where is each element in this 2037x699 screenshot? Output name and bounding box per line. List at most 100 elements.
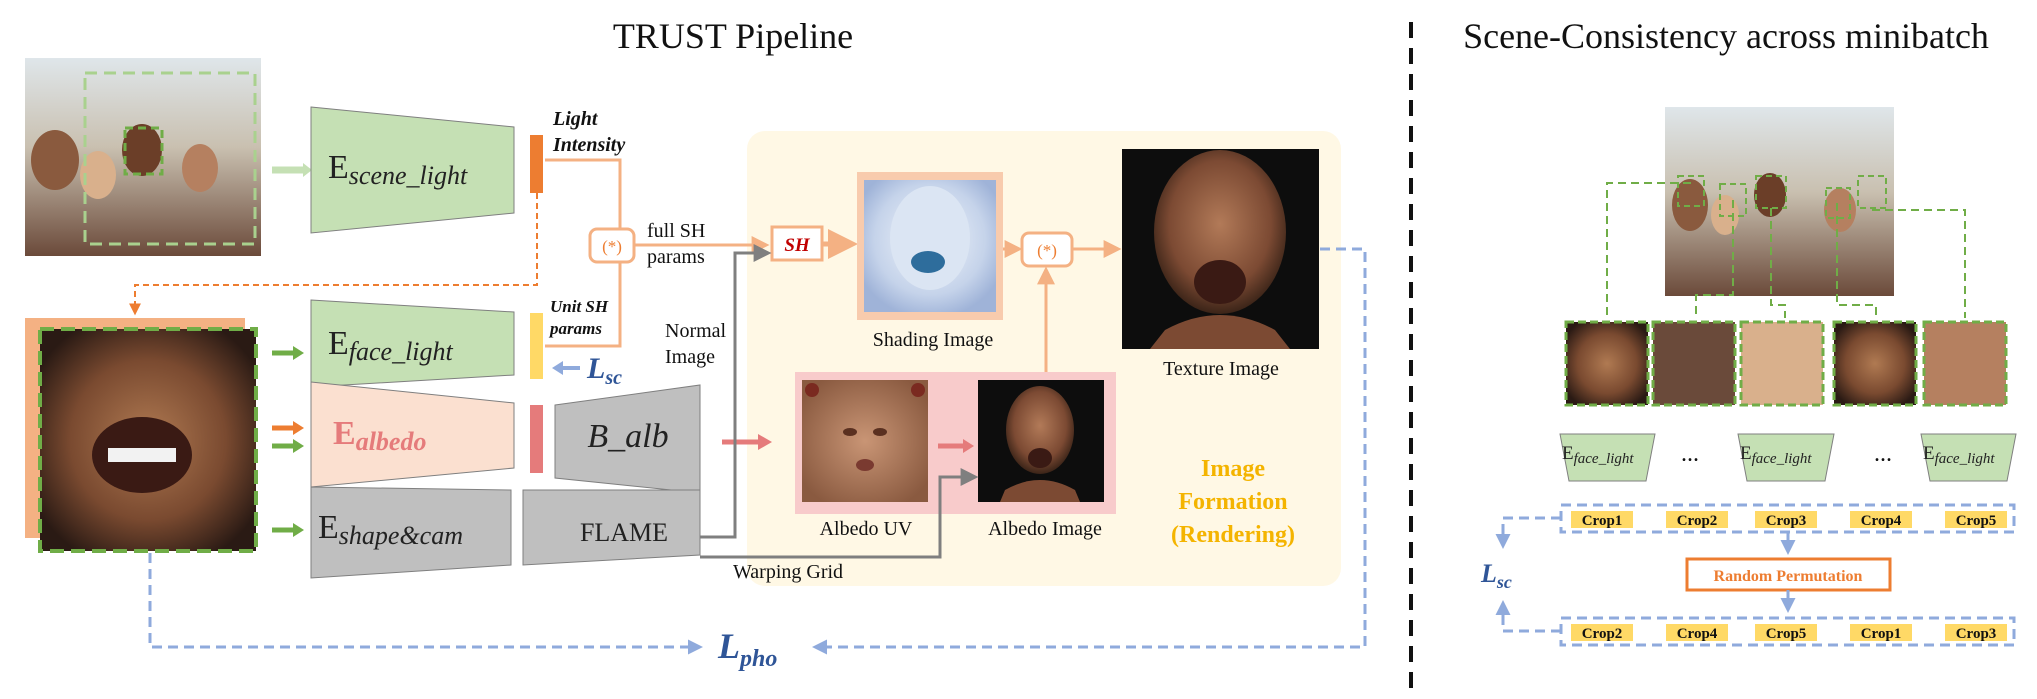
crop-bottom-3: Crop5	[1766, 626, 1807, 642]
right-panel-title: Scene-Consistency across minibatch	[1463, 16, 1989, 56]
svg-text:Eface_light: Eface_light	[328, 325, 454, 366]
crops-bottom-labels: Crop2 Crop4 Crop5 Crop1 Crop3	[1571, 624, 2007, 642]
crop-top-2: Crop2	[1677, 513, 1718, 529]
scene-arrow-head	[303, 163, 312, 177]
encoder-shape-cam-sub: shape&cam	[339, 521, 463, 550]
multiply-node-left: (*)	[588, 227, 636, 264]
svg-text:Escene_light: Escene_light	[328, 149, 468, 190]
lsc-left-label: Lsc	[586, 352, 622, 389]
svg-text:Eface_light: Eface_light	[1740, 443, 1812, 467]
unit-sh-label-2: params	[548, 319, 602, 338]
albedo-code	[530, 405, 543, 473]
encoder-shape-cam: Eshape&cam	[310, 486, 512, 579]
uv-to-albedo-arrow-head	[963, 439, 974, 453]
unit-sh-code	[530, 313, 543, 379]
encoder-albedo-sub: albedo	[356, 427, 427, 456]
right-encoder-2-sub: face_light	[1752, 451, 1813, 467]
lsc-right-loop-top	[1495, 516, 1561, 549]
balb-to-uv-arrow-head	[758, 434, 772, 450]
encoder-face-light-base: E	[328, 325, 349, 362]
albedo-image-label: Albedo Image	[988, 518, 1102, 540]
lsc-right-loop-bottom	[1495, 600, 1561, 633]
crops-top-labels: Crop1 Crop2 Crop3 Crop4 Crop5	[1571, 511, 2007, 529]
albedo-uv-label: Albedo UV	[820, 518, 913, 540]
albedo-image	[978, 380, 1104, 502]
crop-thumbnail-5	[1922, 320, 2008, 407]
crop-top-5: Crop5	[1956, 513, 1997, 529]
crop-bottom-4: Crop1	[1861, 626, 1902, 642]
encoder-scene-light-base: E	[328, 149, 349, 186]
lsc-left-base: L	[586, 352, 605, 385]
sh-node-label: SH	[784, 235, 811, 256]
encoder-albedo-base: E	[333, 415, 356, 452]
minibatch-scene-photo	[1665, 107, 1894, 296]
lsc-right-label: Lsc	[1480, 559, 1512, 592]
multiply-node-left-label: (*)	[602, 237, 622, 256]
svg-text:Eface_light: Eface_light	[1923, 443, 1995, 467]
right-ellipsis-1: ...	[1681, 441, 1699, 467]
image-formation-label-2: Formation	[1178, 489, 1287, 515]
decoder-b-alb: B_alb	[554, 384, 701, 494]
encoder-face-light-sub: face_light	[349, 337, 454, 366]
lsc-left-sub: sc	[604, 367, 622, 389]
crop-bottom-2: Crop4	[1677, 626, 1718, 642]
random-permutation-label: Random Permutation	[1714, 568, 1863, 585]
warping-grid-label: Warping Grid	[733, 561, 843, 583]
scene-photo	[25, 58, 261, 256]
full-sh-label-1: full SH	[647, 220, 705, 242]
shading-image-label: Shading Image	[873, 329, 994, 351]
crop-thumbnail-2	[1651, 320, 1737, 407]
right-encoder-3-base: E	[1923, 443, 1935, 464]
unit-sh-connector	[545, 262, 622, 348]
right-encoder-2-base: E	[1740, 443, 1752, 464]
albedo-uv-image	[802, 380, 928, 502]
multiply-node-right-label: (*)	[1037, 241, 1057, 260]
encoder-scene-light-sub: scene_light	[349, 161, 468, 190]
decoder-flame: FLAME	[522, 489, 701, 566]
warping-grid-connector	[700, 468, 979, 559]
encoder-scene-light: Escene_light	[310, 106, 515, 234]
left-panel-title: TRUST Pipeline	[613, 16, 853, 56]
right-ellipsis-2: ...	[1874, 441, 1892, 467]
light-intensity-label-1: Light	[552, 108, 599, 130]
normal-image-connector	[700, 244, 772, 539]
sh-node: SH	[770, 225, 824, 262]
lpho-sub: pho	[738, 646, 777, 672]
light-intensity-code	[530, 135, 543, 193]
light-intensity-connector	[545, 158, 622, 229]
right-encoder-1: Eface_light	[1559, 433, 1656, 482]
lpho-label: Lpho	[717, 626, 777, 672]
photometric-loss-loop-texture	[812, 247, 1367, 655]
face-to-encoders-arrows	[272, 346, 304, 537]
right-encoder-3: Eface_light	[1920, 433, 2017, 482]
crop-thumbnail-3	[1739, 320, 1825, 407]
texture-image-label: Texture Image	[1163, 358, 1279, 380]
crop-thumbnail-4	[1832, 320, 1918, 407]
decoder-b-alb-label: B_alb	[587, 418, 668, 455]
lsc-right-base: L	[1480, 559, 1497, 588]
decoder-flame-label: FLAME	[580, 518, 668, 547]
image-formation-label-3: (Rendering)	[1171, 522, 1295, 548]
scene-light-to-face-connector	[129, 193, 538, 316]
unit-sh-label-1: Unit SH	[550, 297, 609, 316]
right-encoder-1-sub: face_light	[1574, 451, 1635, 467]
normal-image-label-2: Image	[665, 346, 715, 368]
encoder-shape-cam-base: E	[318, 509, 339, 546]
crop-top-3: Crop3	[1766, 513, 1807, 529]
right-encoders: Eface_light ... Eface_light ... Eface_li…	[1559, 433, 2017, 482]
multiply-node-right: (*)	[1020, 231, 1074, 268]
shading-image	[857, 172, 1003, 320]
right-encoder-1-base: E	[1562, 443, 1574, 464]
lpho-base: L	[717, 626, 740, 666]
light-intensity-label-2: Intensity	[552, 134, 625, 156]
full-sh-label-2: params	[647, 246, 705, 268]
image-formation-label-1: Image	[1201, 456, 1265, 482]
crop-bottom-5: Crop3	[1956, 626, 1997, 642]
crop-top-4: Crop4	[1861, 513, 1902, 529]
crop-thumbnail-1	[1564, 320, 1650, 407]
lsc-right-sub: sc	[1496, 572, 1512, 592]
crop-top-1: Crop1	[1582, 513, 1623, 529]
encoder-face-light: Eface_light	[310, 299, 515, 388]
svg-text:Eface_light: Eface_light	[1562, 443, 1634, 467]
